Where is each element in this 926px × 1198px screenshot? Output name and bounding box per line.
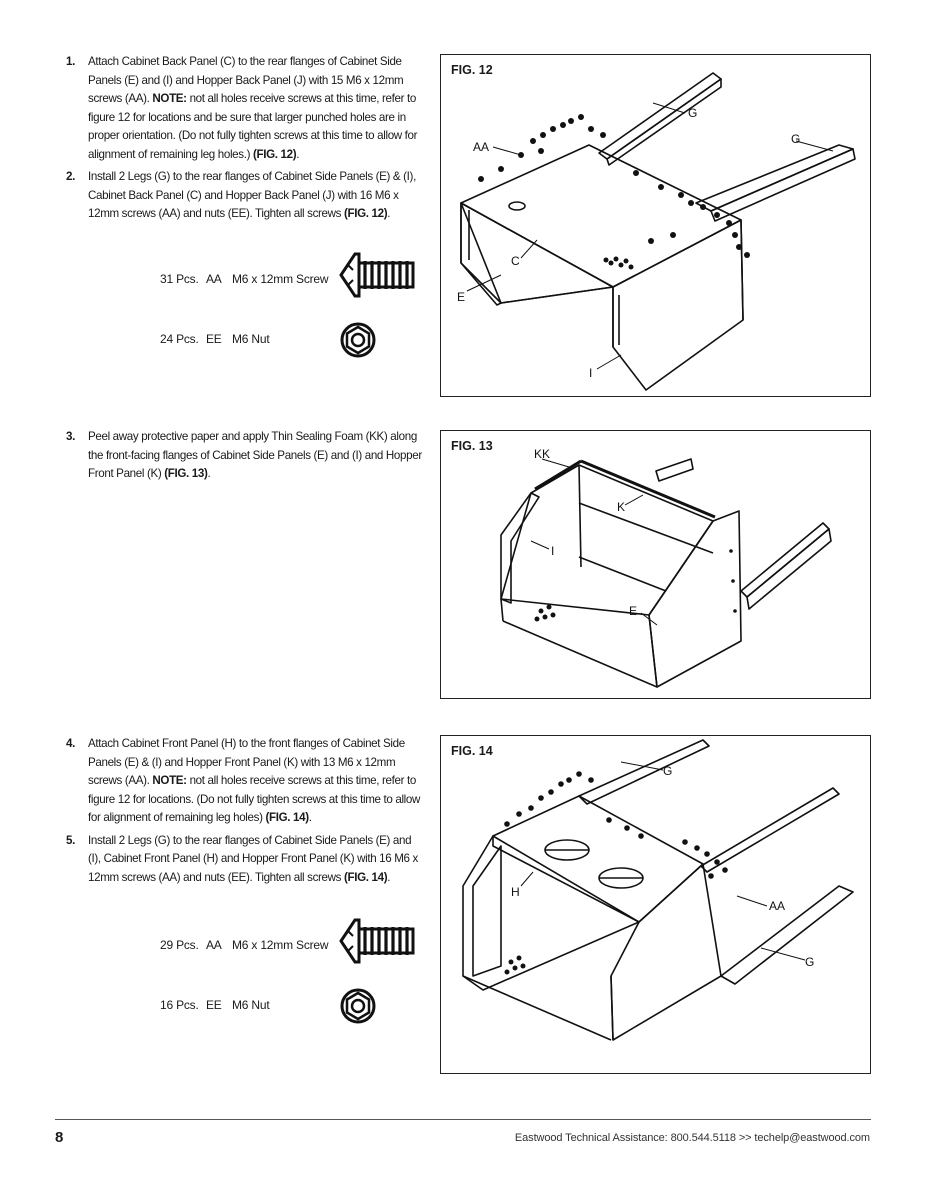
part-code: AA bbox=[206, 272, 222, 286]
step-number: 4. bbox=[66, 737, 75, 750]
instruction-step: 1. Attach Cabinet Back Panel (C) to the r… bbox=[66, 53, 426, 164]
step-text-emphasis: NOTE: bbox=[152, 774, 187, 787]
part-code: EE bbox=[206, 332, 222, 346]
step-text-run: not all holes receive screws at this tim… bbox=[88, 774, 421, 824]
part-code: EE bbox=[206, 998, 222, 1012]
label-i: I bbox=[551, 544, 554, 558]
step-text-run: Attach Cabinet Front Panel (H) to the fr… bbox=[88, 737, 405, 787]
step-number: 2. bbox=[66, 170, 75, 183]
figure-14: FIG. 14 bbox=[440, 735, 871, 1074]
figure-12-drawing: G G AA C E I bbox=[457, 72, 856, 391]
label-k: K bbox=[617, 500, 625, 514]
step-text: Attach Cabinet Front Panel (H) to the fr… bbox=[88, 735, 426, 828]
step-text-emphasis: (FIG. 12) bbox=[343, 207, 388, 220]
step-number: 5. bbox=[66, 833, 75, 847]
step-text-run: . bbox=[308, 811, 312, 824]
part-desc: M6 Nut bbox=[232, 332, 270, 346]
part-qty: 31 Pcs. bbox=[160, 272, 199, 286]
step-text-run: . bbox=[207, 467, 211, 480]
nut-icon bbox=[340, 988, 376, 1024]
step-text-emphasis: (FIG. 14) bbox=[343, 870, 388, 884]
step-text-run: not all holes receive screws at this tim… bbox=[88, 92, 418, 161]
step-text-run: . bbox=[387, 870, 391, 884]
page-number: 8 bbox=[55, 1129, 64, 1146]
part-desc: M6 x 12mm Screw bbox=[232, 938, 329, 952]
label-h: H bbox=[511, 885, 520, 899]
label-g: G bbox=[688, 106, 697, 120]
label-e: E bbox=[629, 604, 637, 618]
figure-title: FIG. 12 bbox=[451, 63, 493, 77]
part-qty: 16 Pcs. bbox=[160, 998, 199, 1012]
step-text-run: Attach Cabinet Back Panel (C) to the rea… bbox=[88, 55, 404, 105]
figure-13: FIG. 13 bbox=[440, 430, 871, 699]
instruction-step: 5. Install 2 Legs (G) to the rear flanges… bbox=[66, 832, 426, 888]
step-number: 3. bbox=[66, 430, 75, 443]
parts-screw-row: 31 Pcs. AA M6 x 12mm Screw bbox=[160, 272, 329, 286]
instruction-step: 2. Install 2 Legs (G) to the rear flanges… bbox=[66, 168, 426, 224]
part-desc: M6 x 12mm Screw bbox=[232, 272, 329, 286]
footer-divider bbox=[55, 1119, 871, 1120]
step-text-run: Peel away protective paper and apply Thi… bbox=[88, 430, 422, 480]
instruction-step: 3. Peel away protective paper and apply T… bbox=[66, 428, 426, 484]
step-text: Install 2 Legs (G) to the rear flanges o… bbox=[88, 168, 426, 224]
instruction-step: 4. Attach Cabinet Front Panel (H) to the … bbox=[66, 735, 426, 828]
label-g: G bbox=[805, 955, 814, 969]
screw-icon bbox=[339, 918, 415, 964]
step-text-emphasis: (FIG. 14) bbox=[265, 811, 309, 824]
label-aa: AA bbox=[473, 140, 489, 154]
part-qty: 29 Pcs. bbox=[160, 938, 199, 952]
label-g: G bbox=[791, 132, 800, 146]
figure-12: FIG. 12 bbox=[440, 54, 871, 397]
part-code: AA bbox=[206, 938, 222, 952]
label-kk: KK bbox=[534, 447, 550, 461]
step-number: 1. bbox=[66, 55, 75, 68]
figure-title: FIG. 14 bbox=[451, 744, 493, 758]
figure-13-drawing: KK K I E bbox=[500, 447, 832, 688]
step-text-emphasis: NOTE: bbox=[152, 92, 187, 105]
step-text-run: Install 2 Legs (G) to the rear flanges o… bbox=[88, 170, 416, 220]
part-qty: 24 Pcs. bbox=[160, 332, 199, 346]
parts-nut-row: 16 Pcs. EE M6 Nut bbox=[160, 998, 270, 1012]
parts-nut-row: 24 Pcs. EE M6 Nut bbox=[160, 332, 270, 346]
label-i: I bbox=[589, 366, 592, 380]
step-text: Install 2 Legs (G) to the rear flanges o… bbox=[88, 832, 426, 888]
steps-group-1: 1. Attach Cabinet Back Panel (C) to the r… bbox=[66, 53, 426, 228]
label-g: G bbox=[663, 764, 672, 778]
step-text-run: Install 2 Legs (G) to the rear flanges o… bbox=[88, 833, 418, 884]
step-text: Peel away protective paper and apply Thi… bbox=[88, 428, 426, 484]
step-text-run: . bbox=[387, 207, 391, 220]
figure-title: FIG. 13 bbox=[451, 439, 493, 453]
part-desc: M6 Nut bbox=[232, 998, 270, 1012]
label-e: E bbox=[457, 290, 465, 304]
step-text: Attach Cabinet Back Panel (C) to the rea… bbox=[88, 53, 426, 164]
step-text-run: . bbox=[296, 147, 300, 161]
label-c: C bbox=[511, 254, 520, 268]
nut-icon bbox=[340, 322, 376, 358]
step-text-emphasis: (FIG. 12) bbox=[252, 147, 297, 161]
figure-14-drawing: G H AA G bbox=[462, 739, 854, 1041]
steps-group-2: 3. Peel away protective paper and apply T… bbox=[66, 428, 426, 488]
step-text-emphasis: (FIG. 13) bbox=[164, 467, 208, 480]
steps-group-3: 4. Attach Cabinet Front Panel (H) to the … bbox=[66, 735, 426, 891]
screw-icon bbox=[339, 252, 415, 298]
parts-screw-row: 29 Pcs. AA M6 x 12mm Screw bbox=[160, 938, 329, 952]
footer-contact: Eastwood Technical Assistance: 800.544.5… bbox=[514, 1132, 870, 1144]
label-aa: AA bbox=[769, 899, 785, 913]
